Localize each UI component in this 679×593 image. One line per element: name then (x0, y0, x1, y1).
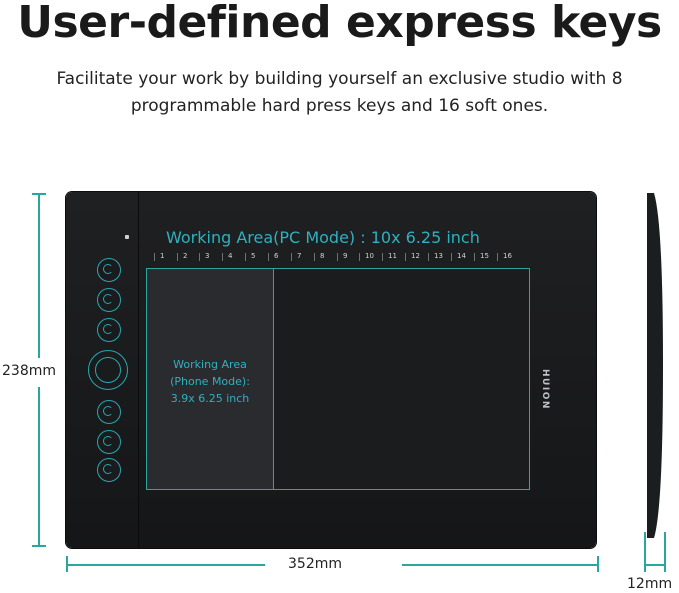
ruler-tick (291, 253, 292, 261)
ruler-label: 9 (343, 252, 348, 260)
ruler-label: 5 (251, 252, 256, 260)
ruler-label: 6 (274, 252, 279, 260)
depth-dimension-line (644, 564, 665, 566)
ruler-tick (337, 253, 338, 261)
ruler-label: 3 (205, 252, 210, 260)
express-key-3[interactable] (97, 318, 121, 342)
ruler-label: 7 (297, 252, 302, 260)
express-key-6[interactable] (97, 430, 121, 454)
depth-dimension-cap-left (644, 532, 646, 572)
ruler-label: 13 (434, 252, 443, 260)
wave-icon (95, 357, 121, 383)
ruler-tick (359, 253, 360, 261)
phone-label-line-2: (Phone Mode): (170, 375, 250, 388)
tablet-side-profile (647, 193, 663, 538)
ruler-label: 10 (365, 252, 374, 260)
ruler-label: 16 (503, 252, 512, 260)
ruler-tick (199, 253, 200, 261)
width-label: 352mm (288, 556, 342, 572)
subtitle-line-1: Facilitate your work by building yoursel… (56, 69, 623, 89)
ruler-label: 15 (480, 252, 489, 260)
height-dimension-line-top (38, 195, 40, 358)
ruler-tick (222, 253, 223, 261)
ruler-tick (245, 253, 246, 261)
status-led (125, 235, 129, 239)
phone-label-line-3: 3.9x 6.25 inch (170, 392, 250, 405)
height-dimension-line-bottom (38, 387, 40, 545)
width-dimension-cap-right (597, 556, 599, 572)
ruler-label: 12 (411, 252, 420, 260)
ruler-tick (268, 253, 269, 261)
key-panel-divider (138, 192, 139, 548)
center-dial-key[interactable] (88, 350, 128, 390)
height-dimension-cap-top (32, 193, 46, 195)
express-key-5[interactable] (97, 400, 121, 424)
ruler-label: 14 (457, 252, 466, 260)
page-title: User-defined express keys (17, 0, 662, 48)
key-7-icon (103, 464, 113, 474)
ruler-label: 8 (320, 252, 325, 260)
width-dimension-line-right (402, 564, 598, 566)
working-area-phone-label: Working Area (Phone Mode): 3.9x 6.25 inc… (155, 356, 265, 407)
depth-label: 12mm (627, 576, 673, 592)
key-2-icon (103, 294, 113, 304)
depth-dimension-cap-right (664, 532, 666, 572)
ruler-tick (382, 253, 383, 261)
ruler-label: 2 (183, 252, 188, 260)
width-dimension-line-left (67, 564, 265, 566)
ruler-tick (428, 253, 429, 261)
ruler-tick (451, 253, 452, 261)
key-6-icon (103, 436, 113, 446)
page-subtitle: Facilitate your work by building yoursel… (10, 66, 669, 120)
working-area-phone[interactable] (146, 268, 274, 490)
working-area-pc-label: Working Area(PC Mode) : 10x 6.25 inch (166, 228, 480, 247)
ruler-tick (474, 253, 475, 261)
brand-logo: HUION (540, 369, 550, 410)
key-5-icon (103, 406, 113, 416)
ruler-label: 4 (228, 252, 233, 260)
express-key-1[interactable] (97, 258, 121, 282)
key-3-icon (103, 324, 113, 334)
ruler-tick (405, 253, 406, 261)
phone-label-line-1: Working Area (173, 358, 247, 371)
express-key-2[interactable] (97, 288, 121, 312)
ruler-tick (314, 253, 315, 261)
ruler-tick (497, 253, 498, 261)
ruler-tick (154, 253, 155, 261)
ruler-tick (177, 253, 178, 261)
ruler-label: 1 (160, 252, 165, 260)
ruler-label: 11 (388, 252, 397, 260)
subtitle-line-2: programmable hard press keys and 16 soft… (130, 96, 549, 116)
key-1-icon (103, 264, 113, 274)
express-key-7[interactable] (97, 458, 121, 482)
height-label: 238mm (2, 363, 56, 379)
height-dimension-cap-bottom (32, 545, 46, 547)
width-dimension-cap-left (66, 556, 68, 572)
